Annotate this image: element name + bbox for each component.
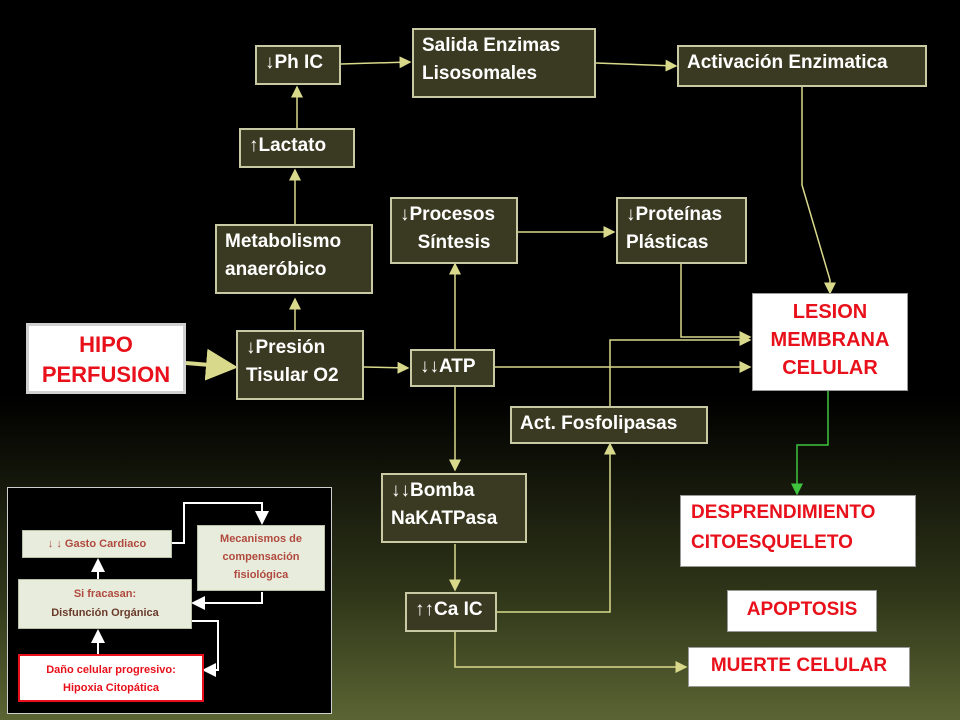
inset-node-mecanismos: Mecanismos de compensación fisiológica	[197, 525, 325, 591]
arrow-presion-atp	[363, 361, 410, 374]
lactato-label: ↑Lactato	[249, 135, 327, 156]
node-ca-ic: ↑↑Ca IC	[405, 592, 497, 632]
inset-diagram: ↓ ↓ Gasto Cardiaco Mecanismos de compens…	[7, 487, 332, 714]
presion-line1: ↓Presión	[246, 337, 326, 358]
gasto-label: ↓ ↓ Gasto Cardiaco	[47, 538, 147, 550]
fracasan-line2: Disfunción Orgánica	[51, 607, 159, 619]
metabolismo-line2: anaeróbico	[225, 259, 327, 280]
node-proteinas-plasticas: ↓Proteínas Plásticas	[616, 197, 747, 264]
arrow-enzimas-activacion	[595, 59, 678, 72]
dano-line2: Hipoxia Citopática	[63, 682, 159, 694]
proteinas-line1: ↓Proteínas	[626, 204, 723, 225]
inset-node-gasto-cardiaco: ↓ ↓ Gasto Cardiaco	[22, 530, 172, 558]
node-hipoperfusion: HIPO PERFUSION	[26, 323, 186, 394]
desprendimiento-line1: DESPRENDIMIENTO	[691, 502, 876, 523]
node-metabolismo: Metabolismo anaeróbico	[215, 224, 373, 294]
inset-node-disfuncion-organica: Si fracasan: Disfunción Orgánica	[18, 579, 192, 629]
hipoperfusion-line2: PERFUSION	[41, 362, 171, 387]
bomba-line1: ↓↓Bomba	[391, 480, 475, 501]
node-apoptosis: APOPTOSIS	[727, 590, 877, 632]
arrow-fosfolipasas-lesion	[609, 334, 752, 406]
procesos-line2: Síntesis	[417, 232, 491, 253]
hipoperfusion-line1: HIPO	[79, 332, 133, 357]
inset-connector-layer	[91, 502, 269, 677]
lesion-line2: MEMBRANA	[770, 329, 890, 351]
arrow-lesion-desprendimiento	[791, 391, 829, 496]
enzimas-line1: Salida Enzimas	[422, 35, 561, 56]
node-procesos-sintesis: ↓Procesos Síntesis	[390, 197, 518, 264]
arrow-ph-enzimas	[340, 56, 412, 69]
node-ph-ic: ↓Ph IC	[255, 45, 341, 85]
arrow-hipo-presion	[185, 348, 238, 381]
dano-line1: Daño celular progresivo:	[46, 664, 176, 676]
mecanismos-line1: Mecanismos de	[220, 533, 302, 545]
proteinas-line2: Plásticas	[626, 232, 709, 253]
node-lesion-membrana: LESION MEMBRANA CELULAR	[752, 293, 908, 391]
node-atp: ↓↓ATP	[410, 349, 495, 387]
node-bomba-nakatpasa: ↓↓Bomba NaKATPasa	[381, 473, 527, 543]
arrow-ca-fosfolipasas	[497, 442, 616, 613]
metabolismo-line1: Metabolismo	[225, 231, 342, 252]
ca-label: ↑↑Ca IC	[415, 599, 483, 620]
node-desprendimiento: DESPRENDIMIENTO CITOESQUELETO	[680, 495, 916, 567]
inset-arrow-mecanismos-fracasan	[191, 592, 263, 610]
node-salida-enzimas: Salida Enzimas Lisosomales	[412, 28, 596, 98]
inset-arrow-fracasan-dano	[172, 620, 219, 677]
fracasan-line1: Si fracasan:	[73, 588, 137, 600]
activacion-label: Activación Enzimatica	[687, 52, 888, 73]
enzimas-line2: Lisosomales	[422, 63, 538, 84]
mecanismos-line3: fisiológica	[233, 569, 289, 581]
inset-node-dano-celular: Daño celular progresivo: Hipoxia Citopát…	[18, 654, 204, 702]
procesos-line1: ↓Procesos	[400, 204, 496, 225]
lesion-line3: CELULAR	[782, 357, 878, 379]
bomba-line2: NaKATPasa	[391, 508, 498, 529]
node-muerte-celular: MUERTE CELULAR	[688, 647, 910, 687]
ph-label: ↓Ph IC	[265, 52, 324, 73]
inset-arrow-gasto-mecanismos	[172, 502, 269, 544]
node-presion-tisular: ↓Presión Tisular O2	[236, 330, 364, 400]
atp-label: ↓↓ATP	[420, 356, 476, 377]
muerte-label: MUERTE CELULAR	[710, 655, 888, 676]
mecanismos-line2: compensación	[222, 551, 300, 563]
apoptosis-label: APOPTOSIS	[746, 599, 858, 620]
arrow-activacion-lesion	[801, 87, 836, 295]
arrow-proteinas-lesion	[680, 264, 752, 343]
node-activacion-enzimatica: Activación Enzimatica	[677, 45, 927, 87]
arrow-ca-muerte	[454, 631, 688, 673]
lesion-line1: LESION	[792, 301, 868, 323]
node-fosfolipasas: Act. Fosfolipasas	[510, 406, 708, 444]
desprendimiento-line2: CITOESQUELETO	[691, 532, 853, 553]
node-lactato: ↑Lactato	[239, 128, 355, 168]
presion-line2: Tisular O2	[246, 365, 339, 386]
fosfolipasas-label: Act. Fosfolipasas	[520, 413, 678, 434]
